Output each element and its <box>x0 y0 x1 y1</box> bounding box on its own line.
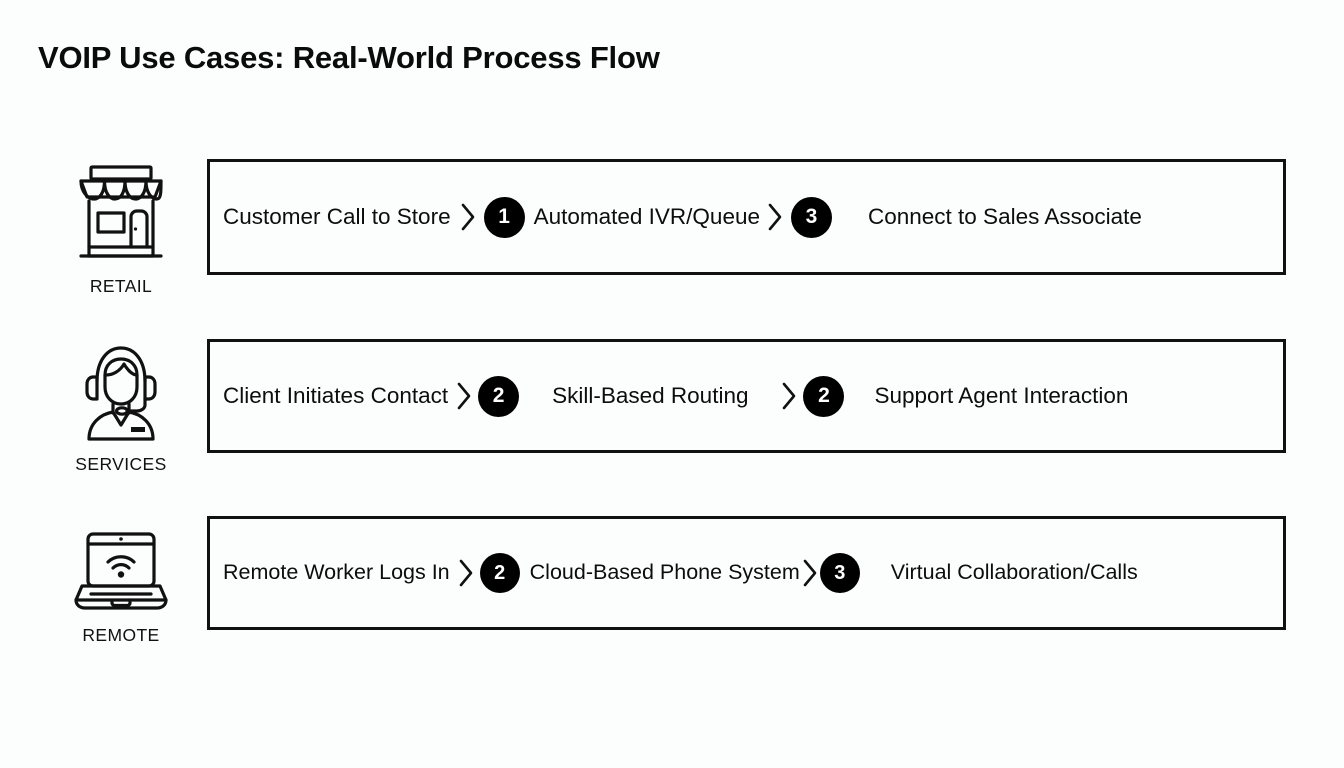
flow-box-retail[interactable]: Customer Call to Store 1 Automated IVR/Q… <box>207 159 1286 275</box>
step-1-label: Customer Call to Store <box>223 203 451 229</box>
page-title: VOIP Use Cases: Real-World Process Flow <box>38 40 660 75</box>
step-3-label: Connect to Sales Associate <box>867 203 1142 229</box>
step-badge-1: 2 <box>479 553 520 593</box>
storefront-icon <box>48 161 194 270</box>
row-icon-column-retail: RETAIL <box>48 161 194 297</box>
row-icon-column-services: SERVICES <box>48 335 194 475</box>
step-badge-2: 3 <box>790 196 832 238</box>
row-icon-column-remote: REMOTE <box>48 530 194 646</box>
step-2-label: Skill-Based Routing <box>552 382 749 408</box>
chevron-right-icon <box>781 381 797 411</box>
chevron-right-icon <box>460 202 476 232</box>
step-badge-2: 2 <box>803 375 845 417</box>
step-2-label: Automated IVR/Queue <box>533 203 760 229</box>
row-label-services: SERVICES <box>75 454 167 474</box>
row-label-retail: RETAIL <box>89 276 153 296</box>
step-1-label: Remote Worker Logs In <box>223 560 450 585</box>
step-3-label: Support Agent Interaction <box>874 382 1129 408</box>
flow-box-services[interactable]: Client Initiates Contact 2 Skill-Based R… <box>207 339 1286 453</box>
step-1-label: Client Initiates Contact <box>223 382 449 408</box>
chevron-right-icon <box>802 558 818 588</box>
laptop-wifi-icon <box>48 530 194 619</box>
step-badge-1: 2 <box>478 375 520 417</box>
chevron-right-icon <box>456 381 472 411</box>
step-badge-2: 3 <box>819 553 860 593</box>
chevron-right-icon <box>458 558 474 588</box>
flow-box-remote[interactable]: Remote Worker Logs In 2 Cloud-Based Phon… <box>207 516 1286 630</box>
chevron-right-icon <box>767 202 783 232</box>
headset-agent-icon <box>48 335 194 448</box>
step-2-label: Cloud-Based Phone System <box>529 560 800 585</box>
step-3-label: Virtual Collaboration/Calls <box>890 560 1138 585</box>
step-badge-1: 1 <box>483 196 525 238</box>
row-label-remote: REMOTE <box>82 625 160 645</box>
